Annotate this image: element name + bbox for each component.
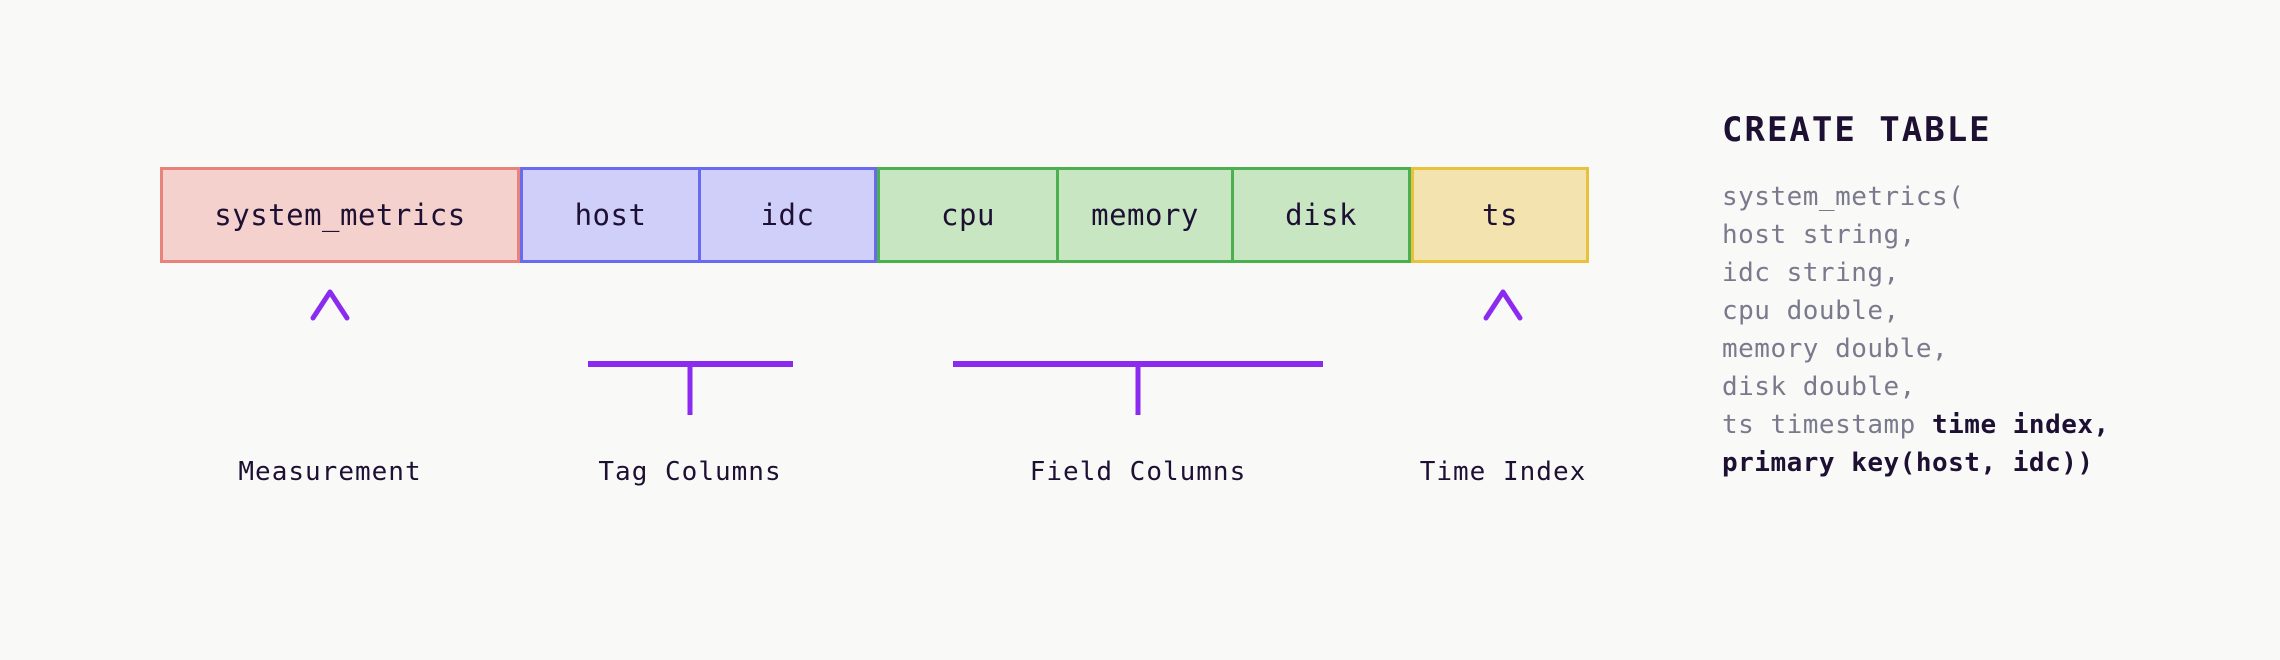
- annotation-label-tag-columns: Tag Columns: [598, 457, 782, 487]
- code-line: primary key(host, idc)): [1722, 444, 2242, 482]
- table-cell-host: host: [574, 198, 647, 232]
- connector-bracket-tag-columns: [587, 298, 794, 415]
- table-cell-measurement: system_metrics: [214, 198, 466, 232]
- code-line: memory double,: [1722, 334, 1949, 364]
- table-cell-disk: disk: [1231, 170, 1408, 260]
- code-line: idc string,: [1722, 258, 1900, 288]
- annotation-label-field-columns: Field Columns: [1029, 457, 1247, 487]
- create-table-heading: CREATE TABLE: [1722, 110, 1992, 150]
- table-cell-idc: idc: [698, 170, 874, 260]
- create-table-body: system_metrics(host string, idc string, cp…: [1722, 178, 2242, 482]
- annotation-label-time-index: Time Index: [1419, 457, 1587, 487]
- code-line: disk double,: [1722, 372, 1916, 402]
- create-table-panel: CREATE TABLE system_metrics(host string,…: [1722, 110, 2242, 482]
- cell-group-tags: host idc: [520, 167, 877, 263]
- schema-table: system_metrics host idc cpu memory disk …: [160, 167, 1589, 263]
- table-cell-memory: memory: [1056, 170, 1231, 260]
- connector-bracket-field-columns: [952, 298, 1324, 415]
- table-cell-ts: ts: [1482, 198, 1518, 232]
- code-line: host string,: [1722, 220, 1916, 250]
- code-keyword: time index,: [1932, 410, 2110, 440]
- cell-group-fields: cpu memory disk: [877, 167, 1411, 263]
- code-line: cpu double,: [1722, 296, 1900, 326]
- connector-arrow-time-index: [1483, 289, 1523, 415]
- code-keyword: primary key(host, idc)): [1722, 448, 2094, 478]
- table-cell-cpu: cpu: [941, 198, 995, 232]
- connector-arrow-measurement: [310, 289, 350, 415]
- cell-group-measurement: system_metrics: [160, 167, 520, 263]
- code-line: system_metrics(: [1722, 182, 1965, 212]
- cell-group-time-index: ts: [1411, 167, 1589, 263]
- code-line: ts timestamp time index,: [1722, 410, 2110, 440]
- annotation-label-measurement: Measurement: [238, 457, 422, 487]
